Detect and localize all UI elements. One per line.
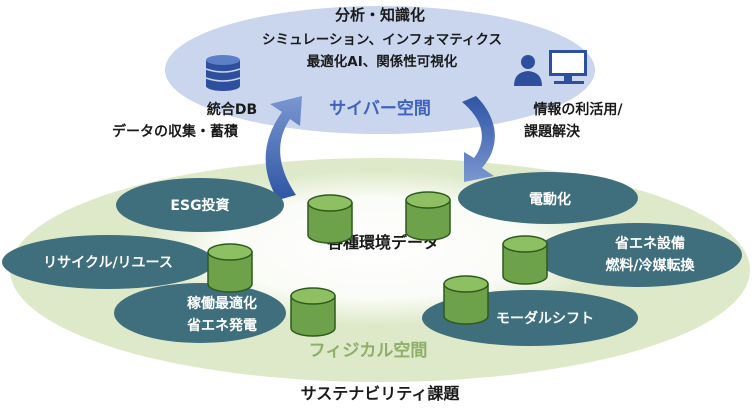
database-icon <box>205 55 241 91</box>
data-cylinder-icon <box>290 287 336 337</box>
pill-esg: ESG投資 <box>116 178 284 232</box>
pill-electric-label: 電動化 <box>529 191 571 208</box>
cyber-space-ellipse <box>165 6 595 134</box>
integrated-db-label: 統合DB <box>207 101 257 118</box>
pill-recycle: リサイクル/リユース <box>2 235 214 289</box>
pill-energy: 省エネ設備 燃料/冷媒転換 <box>534 223 742 287</box>
cyber-title: 分析・知識化 <box>335 6 425 24</box>
data-cylinder-icon <box>405 191 451 241</box>
pill-esg-label: ESG投資 <box>170 197 229 214</box>
cyber-space-label: サイバー空間 <box>329 98 431 119</box>
feedback-arrow <box>462 96 495 182</box>
data-cylinder-icon <box>207 243 253 293</box>
pill-operation-line2: 省エネ発電 <box>186 317 257 334</box>
data-cylinder-icon <box>443 275 489 325</box>
pill-energy-line1: 省エネ設備 <box>614 235 685 252</box>
data-cylinder-icon <box>502 235 548 285</box>
data-cylinder-icon <box>307 194 353 244</box>
sustainability-title: サステナビリティ課題 <box>301 384 461 403</box>
pill-electric: 電動化 <box>458 172 638 224</box>
pill-recycle-label: リサイクル/リユース <box>43 255 173 271</box>
problem-solving-label: 課題解決 <box>524 123 581 140</box>
info-utilization-label: 情報の利活用/ <box>533 101 623 118</box>
physical-space-label: フィジカル空間 <box>309 340 428 361</box>
pill-operation-line1: 稼働最適化 <box>187 295 257 312</box>
cyber-methods-line1: シミュレーション、インフォマティクス <box>262 32 502 48</box>
pill-operation: 稼働最適化 省エネ発電 <box>114 283 286 343</box>
data-cylinders <box>207 191 548 337</box>
upload-arrow <box>265 96 302 200</box>
cyber-methods-line2: 最適化AI、関係性可視化 <box>307 53 458 70</box>
pill-energy-line2: 燃料/冷媒転換 <box>605 257 695 274</box>
user-computer-icon <box>514 50 587 86</box>
pill-modal-label: モーダルシフト <box>496 310 594 327</box>
data-collection-label: データの収集・蓄積 <box>112 123 239 140</box>
